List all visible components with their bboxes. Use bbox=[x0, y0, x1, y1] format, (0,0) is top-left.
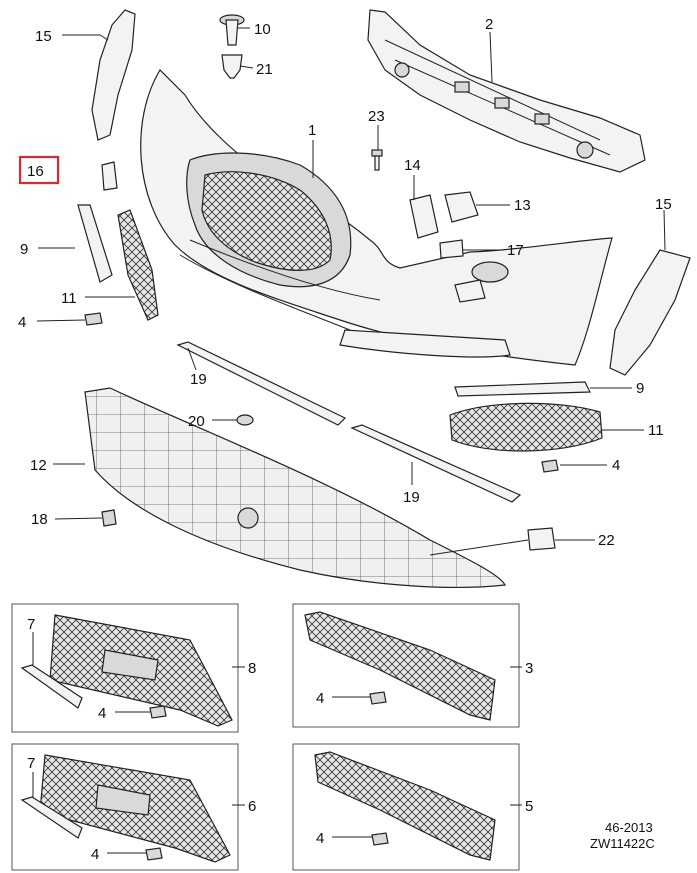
callout-11-left: 11 bbox=[61, 290, 77, 307]
callout-21: 21 bbox=[256, 61, 273, 78]
callout-23: 23 bbox=[368, 108, 385, 125]
inset-box-8 bbox=[11, 603, 239, 733]
callout-18: 18 bbox=[31, 511, 48, 528]
callout-19-upper: 19 bbox=[190, 371, 207, 388]
callout-8: 8 bbox=[248, 660, 256, 677]
bumper-side-bracket-left bbox=[91, 9, 136, 141]
callout-2: 2 bbox=[485, 16, 493, 33]
side-grille-left bbox=[117, 209, 159, 321]
callout-7-box-8: 7 bbox=[27, 616, 35, 633]
trim-strip-right bbox=[454, 381, 591, 397]
connector-22 bbox=[527, 527, 556, 551]
inset-box-5 bbox=[292, 743, 520, 871]
callout-5: 5 bbox=[525, 798, 533, 815]
callout-4-box-5: 4 bbox=[316, 830, 324, 847]
callout-11-right: 11 bbox=[648, 422, 664, 439]
bracket-16 bbox=[101, 161, 118, 191]
callout-4-box-3: 4 bbox=[316, 690, 324, 707]
callout-13: 13 bbox=[514, 197, 531, 214]
trim-strip-left bbox=[77, 204, 113, 283]
drawing-code: 46-2013 bbox=[605, 820, 653, 835]
inset-box-6 bbox=[11, 743, 239, 871]
callout-16: 16 bbox=[27, 163, 44, 180]
callout-19-lower: 19 bbox=[403, 489, 420, 506]
bolt-23 bbox=[371, 149, 383, 171]
push-clip-21 bbox=[221, 54, 243, 79]
callout-3: 3 bbox=[525, 660, 533, 677]
callout-10: 10 bbox=[254, 21, 271, 38]
inset-box-3 bbox=[292, 603, 520, 728]
callout-7-box-6: 7 bbox=[27, 755, 35, 772]
callout-15-left: 15 bbox=[35, 28, 52, 45]
side-grille-right bbox=[449, 402, 603, 452]
callout-9-right: 9 bbox=[636, 380, 644, 397]
callout-1: 1 bbox=[308, 122, 316, 139]
plate-17 bbox=[439, 239, 464, 259]
reinforcement-strip-19-lower bbox=[350, 424, 522, 503]
push-clip-10 bbox=[219, 14, 245, 46]
callout-4-box-6: 4 bbox=[91, 846, 99, 863]
callout-14: 14 bbox=[404, 157, 421, 174]
callout-4-top-left: 4 bbox=[18, 314, 26, 331]
front-bumper-cover bbox=[140, 69, 613, 366]
callout-6: 6 bbox=[248, 798, 256, 815]
callout-9-left: 9 bbox=[20, 241, 28, 258]
callout-17: 17 bbox=[507, 242, 524, 259]
clip-4-right bbox=[541, 459, 559, 473]
callout-15-right: 15 bbox=[655, 196, 672, 213]
leader-lines bbox=[32, 27, 666, 854]
bumper-side-bracket-right bbox=[609, 249, 691, 376]
callout-4-right: 4 bbox=[612, 457, 620, 474]
callout-22: 22 bbox=[598, 532, 615, 549]
fastener-20 bbox=[236, 414, 254, 426]
upper-impact-beam bbox=[367, 9, 646, 173]
callout-12: 12 bbox=[30, 457, 47, 474]
clip-18 bbox=[101, 509, 117, 527]
reinforcement-strip-19-upper bbox=[176, 341, 347, 426]
drawing-reference: ZW11422C bbox=[590, 836, 655, 851]
callout-4-box-8: 4 bbox=[98, 705, 106, 722]
callout-16-highlight-box bbox=[18, 155, 60, 185]
callout-20: 20 bbox=[188, 413, 205, 430]
engine-undertray bbox=[84, 387, 506, 588]
bracket-14 bbox=[409, 194, 439, 239]
clip-4-top-left bbox=[84, 312, 103, 326]
bracket-13 bbox=[444, 191, 479, 223]
